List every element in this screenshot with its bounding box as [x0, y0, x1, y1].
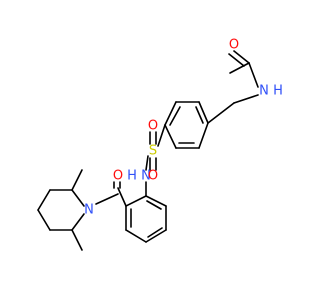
atom-o-acetyl: O [229, 38, 239, 53]
ring2-inner-3 [146, 200, 162, 210]
pip-bond-1 [71, 189, 85, 207]
atom-o-amide: O [113, 169, 123, 184]
ring1-s-bond [157, 124, 166, 147]
acetyl-cn-bond [248, 62, 259, 88]
atom-h-sulfonamide: H [127, 169, 137, 184]
ring1-bond-6 [198, 101, 209, 124]
acetyl-methyl-bond [229, 62, 250, 74]
ring2-bond-4 [145, 229, 167, 243]
atom-labels: O N H N H S O O O N [84, 38, 283, 218]
ring1-inner-3 [195, 106, 204, 124]
pip-bond-6 [71, 213, 85, 231]
ring2-bond-1 [125, 195, 147, 207]
ring1-bond-1 [198, 122, 209, 149]
s-n-bond [145, 155, 149, 171]
acetyl-co-double-bond [228, 53, 245, 67]
ring1-bond-4 [164, 101, 177, 126]
ring1-inner-2 [169, 106, 181, 126]
pip-bond-4 [37, 209, 51, 231]
atom-sulfur: S [149, 144, 157, 159]
ring2-inner-2 [147, 227, 163, 238]
atom-o-sulfonyl-top: O [148, 119, 158, 134]
pip-bond-3 [37, 189, 51, 211]
bond-lines [37, 50, 259, 251]
pip-methyl-top [71, 169, 83, 191]
molecule-structure: O N H N H S O O O N [37, 38, 283, 251]
atom-h-acetyl: H [273, 84, 283, 99]
ethyl-n-ch2-bond [233, 94, 259, 104]
pip-methyl-bottom [71, 229, 83, 251]
ring2-co-bond [117, 187, 127, 207]
atom-n-piperidine: N [84, 203, 94, 218]
acetyl-co-bond [233, 50, 250, 64]
ring2-bond-6 [145, 195, 167, 207]
ring2-bond-3 [125, 229, 147, 243]
atom-o-sulfonyl-bottom: O [148, 169, 158, 184]
ring1-bond-3 [164, 124, 177, 149]
co-n-bond [95, 193, 119, 205]
ethyl-ch2-ch2-bond [207, 102, 235, 124]
atom-n-sulfonamide: N [141, 169, 151, 184]
atom-n-acetyl: N [259, 84, 269, 99]
